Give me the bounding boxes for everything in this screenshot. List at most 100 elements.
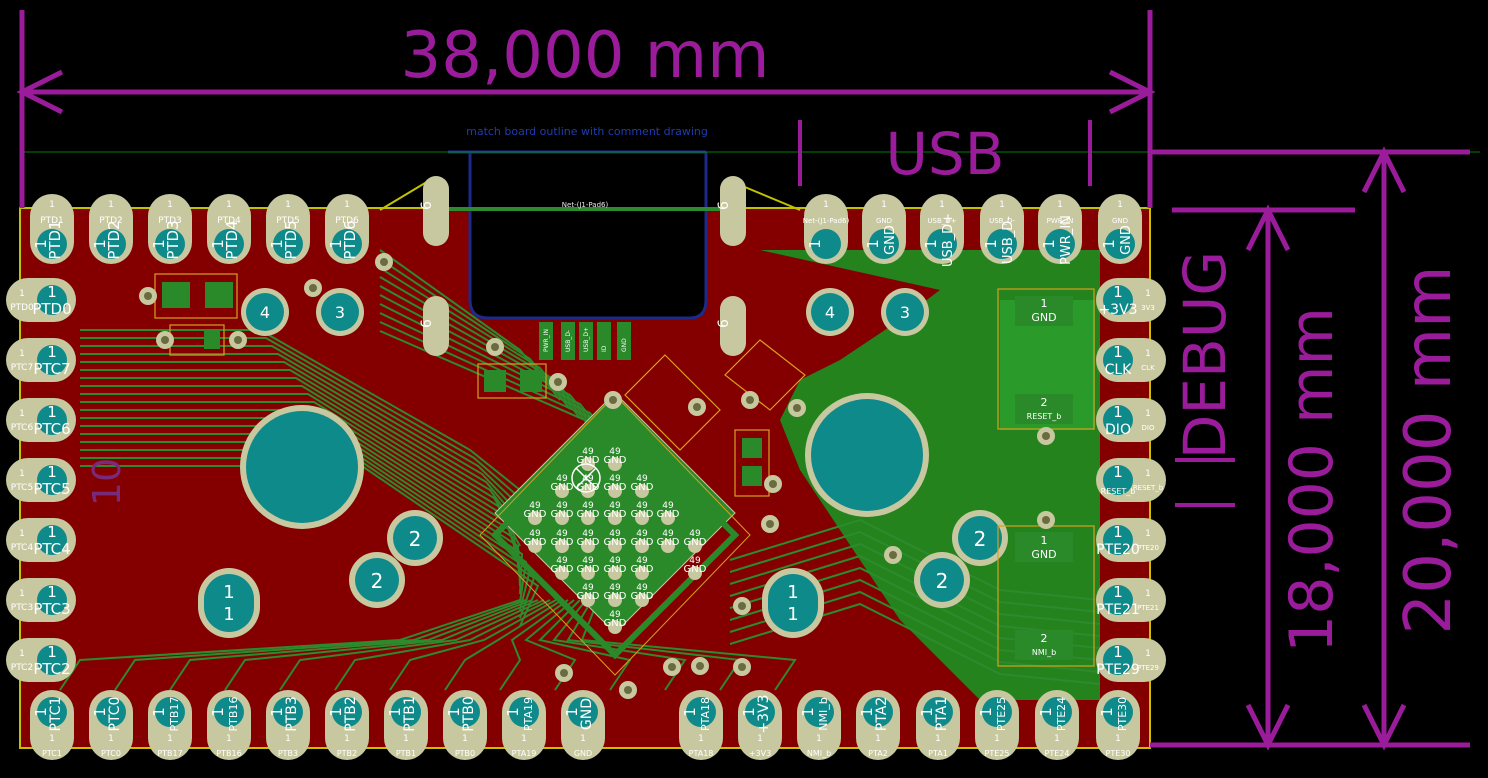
svg-text:PTB17: PTB17 xyxy=(168,697,181,732)
hole-3-left: 3 xyxy=(316,288,364,336)
thermal-via-label: GND xyxy=(631,482,654,493)
button-reset: 1 GND 2 RESET_b xyxy=(997,288,1095,430)
svg-text:PTD1: PTD1 xyxy=(46,220,64,259)
thermal-via-label: GND xyxy=(631,591,654,602)
svg-text:GND: GND xyxy=(574,749,592,758)
svg-text:PTC1: PTC1 xyxy=(42,749,62,758)
svg-text:DIO: DIO xyxy=(1142,424,1155,432)
svg-text:1: 1 xyxy=(1145,529,1151,539)
thermal-via-pin: 49 xyxy=(582,583,594,593)
svg-text:1: 1 xyxy=(1115,734,1121,744)
usb-connector-outline xyxy=(468,152,708,320)
svg-text:CLK: CLK xyxy=(1105,362,1133,378)
svg-text:1: 1 xyxy=(49,200,55,210)
svg-text:PTB3: PTB3 xyxy=(284,696,300,732)
thermal-via-label: GND xyxy=(604,564,627,575)
svg-text:4: 4 xyxy=(260,303,270,322)
svg-text:3: 3 xyxy=(900,303,910,322)
thermal-via-pin: 49 xyxy=(636,556,648,566)
thermal-via-label: GND xyxy=(577,591,600,602)
svg-text:PTA2: PTA2 xyxy=(868,749,888,758)
svg-text:PTE24: PTE24 xyxy=(1055,697,1068,731)
svg-text:2: 2 xyxy=(974,527,987,551)
svg-text:1: 1 xyxy=(327,239,345,249)
thermal-via-pin: 49 xyxy=(636,583,648,593)
svg-text:1: 1 xyxy=(999,200,1005,210)
svg-text:1: 1 xyxy=(47,283,57,301)
svg-text:4: 4 xyxy=(825,303,835,322)
thermal-via xyxy=(635,593,649,607)
svg-text:1: 1 xyxy=(1113,643,1123,661)
svg-text:1: 1 xyxy=(1113,583,1123,601)
thermal-via xyxy=(581,566,595,580)
svg-text:PTD3: PTD3 xyxy=(158,216,182,226)
svg-text:PTE30: PTE30 xyxy=(1106,749,1131,758)
component-c4 xyxy=(734,429,770,497)
thermal-via-label: GND xyxy=(577,455,600,466)
thermal-via-label: GND xyxy=(604,591,627,602)
thermal-via-label: GND xyxy=(551,564,574,575)
via-layer xyxy=(139,253,1055,699)
trace xyxy=(80,361,521,523)
svg-text:PTE25: PTE25 xyxy=(985,749,1010,758)
svg-text:+3V3: +3V3 xyxy=(756,694,772,733)
svg-text:PTD0: PTD0 xyxy=(32,300,71,318)
svg-text:USB_D+: USB_D+ xyxy=(941,213,956,267)
thermal-via-label: GND xyxy=(631,564,654,575)
svg-text:1: 1 xyxy=(1041,297,1048,310)
svg-text:1: 1 xyxy=(982,239,1000,249)
thermal-via xyxy=(688,566,702,580)
svg-text:1: 1 xyxy=(787,582,798,603)
svg-text:1: 1 xyxy=(1113,463,1123,481)
svg-text:1: 1 xyxy=(864,239,882,249)
svg-text:1: 1 xyxy=(226,200,232,210)
trace xyxy=(499,599,569,691)
thermal-via-label: GND xyxy=(631,509,654,520)
svg-text:PTB17: PTB17 xyxy=(157,749,182,758)
svg-text:1: 1 xyxy=(935,734,941,744)
svg-text:PTC6: PTC6 xyxy=(33,420,70,438)
svg-text:1: 1 xyxy=(19,469,25,479)
thermal-via-label: GND xyxy=(577,482,600,493)
svg-text:PTE30: PTE30 xyxy=(1116,697,1129,731)
thermal-via-pin: 49 xyxy=(609,447,621,457)
svg-text:PTB16: PTB16 xyxy=(216,749,241,758)
trace xyxy=(80,449,532,611)
thermal-via-label: GND xyxy=(684,564,707,575)
usb-pad xyxy=(561,322,575,360)
svg-text:PTC4: PTC4 xyxy=(33,540,70,558)
svg-text:PTA2: PTA2 xyxy=(874,697,890,731)
qfn-pins xyxy=(490,410,740,660)
svg-text:PTD2: PTD2 xyxy=(105,220,123,259)
svg-text:PTB2: PTB2 xyxy=(343,696,359,732)
svg-text:+3V3: +3V3 xyxy=(749,749,771,758)
svg-text:1: 1 xyxy=(977,707,995,717)
svg-text:1: 1 xyxy=(799,707,817,717)
svg-text:1: 1 xyxy=(19,529,25,539)
svg-text:1: 1 xyxy=(47,523,57,541)
thermal-via xyxy=(581,484,595,498)
svg-text:2: 2 xyxy=(1041,632,1048,645)
thermal-via-pin: 49 xyxy=(556,501,568,511)
pin-headers: 1PTD11PTD11PTD21PTD21PTD31PTD31PTD41PTD4… xyxy=(6,194,1166,760)
dimension-height-outer-label: 20,000 mm xyxy=(1392,266,1466,635)
svg-text:1: 1 xyxy=(504,707,522,717)
thermal-via xyxy=(608,620,622,634)
svg-text:1: 1 xyxy=(1037,707,1055,717)
svg-text:1: 1 xyxy=(1145,289,1151,299)
dimension-height-outer: 20,000 mm xyxy=(1150,146,1470,751)
thermal-via xyxy=(661,511,675,525)
